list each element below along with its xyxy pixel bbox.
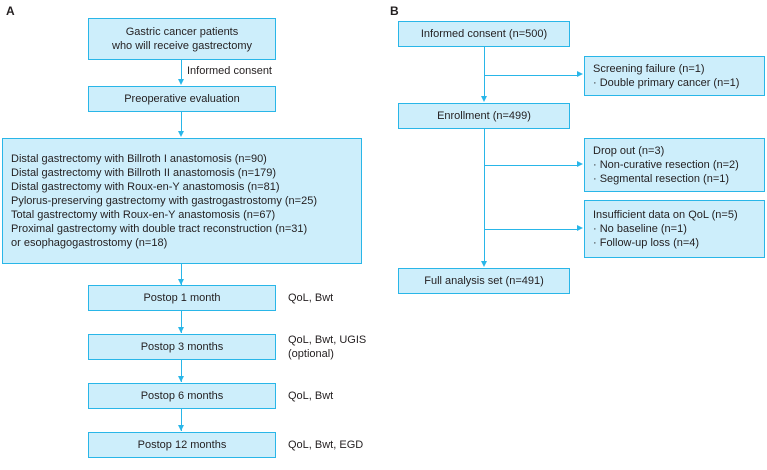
node-gastric-cancer-patients: Gastric cancer patients who will receive… xyxy=(88,18,276,60)
arrowhead-enrollment xyxy=(481,96,487,102)
arrowhead-procedures xyxy=(178,131,184,137)
node-drop-out-lines: Drop out (n=3) · Non-curative resection … xyxy=(593,144,760,186)
node-preoperative-evaluation: Preoperative evaluation xyxy=(88,86,276,112)
edge-label-informed-consent: Informed consent xyxy=(187,65,272,77)
node-line: Informed consent (n=500) xyxy=(420,28,548,40)
node-enrollment-lines: Enrollment (n=499) xyxy=(403,109,565,123)
node-insufficient-data-lines: Insufficient data on QoL (n=5) · No base… xyxy=(593,208,760,250)
connector-consent-to-enrollment xyxy=(484,47,485,97)
node-informed-consent: Informed consent (n=500) xyxy=(398,21,570,47)
panel-label-a: A xyxy=(6,4,15,18)
arrowhead-drop-out xyxy=(577,161,583,167)
connector-enrollment-to-fas xyxy=(484,129,485,262)
node-full-analysis-set: Full analysis set (n=491) xyxy=(398,268,570,294)
connector-postop6-to-postop12 xyxy=(181,409,182,431)
arrowhead-postop12 xyxy=(178,425,184,431)
node-postop-6-months: Postop 6 months xyxy=(88,383,276,409)
node-line: Enrollment (n=499) xyxy=(437,110,531,122)
node-line: Total gastrectomy with Roux-en-Y anastom… xyxy=(11,209,276,221)
node-postop-3-months-lines: Postop 3 months xyxy=(93,340,271,354)
node-drop-out: Drop out (n=3) · Non-curative resection … xyxy=(584,138,765,192)
node-line: or esophagogastrostomy (n=18) xyxy=(11,237,168,249)
assessments-postop-3-months: QoL, Bwt, UGIS (optional) xyxy=(288,334,367,360)
node-gastric-cancer-patients-lines: Gastric cancer patients who will receive… xyxy=(93,25,271,53)
assessments-postop-12-months: QoL, Bwt, EGD xyxy=(288,439,364,451)
node-line: Insufficient data on QoL (n=5) xyxy=(593,209,738,221)
arrowhead-postop1 xyxy=(178,279,184,285)
assessments-postop-1-month: QoL, Bwt xyxy=(288,292,334,304)
connector-procedures-to-postop1 xyxy=(181,264,182,285)
arrowhead-postop3 xyxy=(178,327,184,333)
arrowhead-preop xyxy=(178,79,184,85)
node-line: Pylorus-preserving gastrectomy with gast… xyxy=(11,195,317,207)
node-postop-6-months-lines: Postop 6 months xyxy=(93,389,271,403)
node-line: · Non-curative resection (n=2) xyxy=(593,159,739,171)
connector-postop3-to-postop6 xyxy=(181,360,182,382)
node-enrollment: Enrollment (n=499) xyxy=(398,103,570,129)
node-line: Postop 3 months xyxy=(140,341,224,353)
node-postop-1-month-lines: Postop 1 month xyxy=(93,291,271,305)
node-line: · Segmental resection (n=1) xyxy=(593,173,730,185)
node-postop-1-month: Postop 1 month xyxy=(88,285,276,311)
connector-preop-to-procedures xyxy=(181,112,182,132)
node-line: Preoperative evaluation xyxy=(124,93,240,105)
connector-to-insufficient-data xyxy=(484,229,578,230)
node-line: Postop 12 months xyxy=(137,439,227,451)
node-line: Distal gastrectomy with Billroth II anas… xyxy=(11,167,277,179)
node-line: Full analysis set (n=491) xyxy=(424,275,544,287)
node-line: · No baseline (n=1) xyxy=(593,223,687,235)
node-line: · Double primary cancer (n=1) xyxy=(593,77,740,89)
connector-postop1-to-postop3 xyxy=(181,311,182,333)
node-insufficient-data: Insufficient data on QoL (n=5) · No base… xyxy=(584,200,765,258)
connector-to-drop-out xyxy=(484,165,578,166)
node-line: Postop 1 month xyxy=(143,292,221,304)
arrowhead-insufficient-data xyxy=(577,225,583,231)
node-screening-failure-lines: Screening failure (n=1) · Double primary… xyxy=(593,62,760,90)
node-line: Proximal gastrectomy with double tract r… xyxy=(11,223,308,235)
node-preoperative-evaluation-lines: Preoperative evaluation xyxy=(93,92,271,106)
node-line: Distal gastrectomy with Billroth I anast… xyxy=(11,153,267,165)
node-postop-12-months: Postop 12 months xyxy=(88,432,276,458)
node-line: Postop 6 months xyxy=(140,390,224,402)
arrowhead-postop6 xyxy=(178,376,184,382)
node-line: Screening failure (n=1) xyxy=(593,63,705,75)
node-line: · Follow-up loss (n=4) xyxy=(593,237,700,249)
node-procedures-list-lines: Distal gastrectomy with Billroth I anast… xyxy=(11,152,357,250)
node-postop-12-months-lines: Postop 12 months xyxy=(93,438,271,452)
node-line: Gastric cancer patients xyxy=(125,26,239,38)
node-postop-3-months: Postop 3 months xyxy=(88,334,276,360)
node-procedures-list: Distal gastrectomy with Billroth I anast… xyxy=(2,138,362,264)
arrowhead-screening-failure xyxy=(577,71,583,77)
node-line: Drop out (n=3) xyxy=(593,145,665,157)
node-full-analysis-set-lines: Full analysis set (n=491) xyxy=(403,274,565,288)
node-screening-failure: Screening failure (n=1) · Double primary… xyxy=(584,56,765,96)
panel-label-b: B xyxy=(390,4,399,18)
connector-to-screening-failure xyxy=(484,75,578,76)
node-informed-consent-lines: Informed consent (n=500) xyxy=(403,27,565,41)
node-line: Distal gastrectomy with Roux-en-Y anasto… xyxy=(11,181,280,193)
arrowhead-full-analysis-set xyxy=(481,261,487,267)
connector-population-to-preop xyxy=(181,60,182,80)
assessments-postop-6-months: QoL, Bwt xyxy=(288,390,334,402)
node-line: who will receive gastrectomy xyxy=(112,40,252,52)
